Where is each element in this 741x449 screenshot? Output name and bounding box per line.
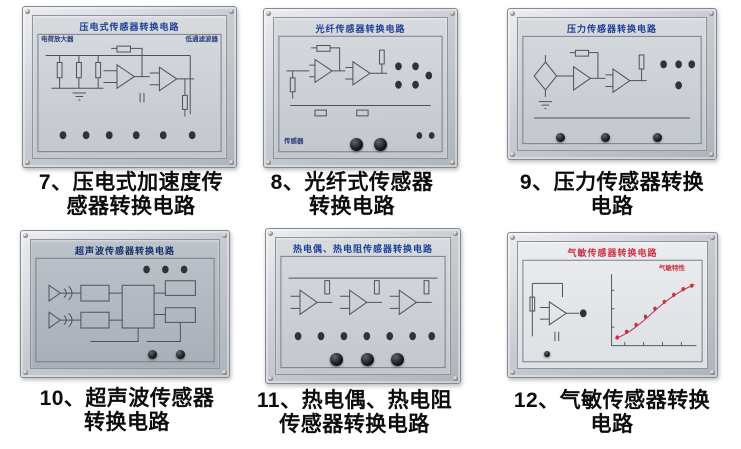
- caption-11: 11、热电偶、热电阻 传感器转换电路: [247, 389, 462, 437]
- caption-line: 12、气敏传感器转换: [513, 389, 711, 412]
- panel-label-charge-amp: 电荷放大器: [41, 36, 74, 43]
- circuit-diagram-icon: [277, 34, 444, 154]
- caption-line: 转换电路: [84, 410, 170, 434]
- panel-label-sensor: 传感器: [284, 138, 304, 145]
- panel-title: 超声波传感器转换电路: [74, 246, 175, 256]
- caption-9: 9、压力传感器转换 电路: [498, 171, 726, 219]
- screw-icon: [450, 11, 455, 16]
- caption-line: 9、压力传感器转换: [519, 171, 705, 194]
- caption-10: 10、超声波传感器 转换电路: [8, 387, 246, 435]
- screw-icon: [23, 233, 28, 238]
- caption-12: 12、气敏传感器转换 电路: [498, 389, 726, 437]
- caption-line: 10、超声波传感器: [39, 387, 215, 410]
- panel-photo-7: 压电式传感器转换电路 电荷放大器 低通滤波器: [22, 6, 237, 168]
- screw-icon: [709, 152, 714, 157]
- caption-line: 电路: [590, 194, 634, 218]
- screw-icon: [450, 160, 455, 165]
- circuit-diagram-icon: [279, 254, 447, 370]
- screw-icon: [710, 370, 715, 375]
- panel-label-lowpass: 低通滤波器: [185, 36, 219, 43]
- knob: [329, 353, 343, 366]
- screw-icon: [453, 231, 458, 236]
- circuit-diagram-icon: [521, 258, 704, 364]
- knob: [555, 133, 565, 142]
- panel-title: 压力传感器转换电路: [566, 24, 657, 34]
- knob: [600, 133, 610, 142]
- screw-icon: [229, 9, 234, 14]
- panel-photo-8: 光纤传感器转换电路 传感器: [263, 8, 458, 168]
- screw-icon: [25, 9, 30, 14]
- circuit-diagram-icon: [521, 34, 703, 146]
- screw-icon: [25, 160, 30, 165]
- knob: [544, 351, 551, 357]
- caption-line: 转换电路: [309, 194, 395, 218]
- caption-line: 感器转换电路: [66, 194, 196, 218]
- screw-icon: [222, 370, 227, 375]
- panel-title: 压电式传感器转换电路: [79, 22, 180, 32]
- panel-photo-9: 压力传感器转换电路: [507, 8, 717, 160]
- screw-icon: [266, 160, 271, 165]
- knob: [361, 353, 375, 366]
- screw-icon: [229, 160, 234, 165]
- caption-line: 7、压电式加速度传: [38, 171, 224, 194]
- caption-line: 11、热电偶、热电阻: [256, 389, 453, 412]
- screw-icon: [709, 11, 714, 16]
- circuit-diagram-icon: [34, 256, 216, 364]
- knob: [175, 350, 185, 359]
- panel-photo-12: 气敏传感器转换电路 气敏特性: [507, 232, 718, 378]
- screw-icon: [266, 11, 271, 16]
- screw-icon: [510, 152, 515, 157]
- screw-icon: [710, 235, 715, 240]
- panel-photo-10: 超声波传感器转换电路: [20, 230, 230, 378]
- caption-line: 8、光纤式传感器: [270, 171, 434, 194]
- panel-title: 气敏传感器转换电路: [567, 248, 658, 258]
- caption-line: 传感器转换电路: [279, 412, 430, 436]
- knob: [147, 350, 157, 359]
- panel-label-gas-curve: 气敏特性: [659, 265, 685, 272]
- panel-photo-11: 热电偶、热电阻传感器转换电路: [265, 228, 461, 384]
- screw-icon: [453, 376, 458, 381]
- caption-line: 电路: [590, 412, 634, 436]
- knob: [653, 133, 663, 142]
- screw-icon: [510, 235, 515, 240]
- caption-7: 7、压电式加速度传 感器转换电路: [10, 171, 252, 219]
- screw-icon: [510, 370, 515, 375]
- knob: [374, 138, 388, 151]
- knob: [390, 353, 404, 366]
- screw-icon: [222, 233, 227, 238]
- panel-title: 光纤传感器转换电路: [315, 24, 406, 34]
- screw-icon: [268, 376, 273, 381]
- screw-icon: [23, 370, 28, 375]
- panel-title: 热电偶、热电阻传感器转换电路: [292, 244, 433, 254]
- knob: [350, 138, 364, 151]
- caption-8: 8、光纤式传感器 转换电路: [246, 171, 458, 219]
- screw-icon: [268, 231, 273, 236]
- screw-icon: [510, 11, 515, 16]
- circuit-diagram-icon: [36, 32, 223, 154]
